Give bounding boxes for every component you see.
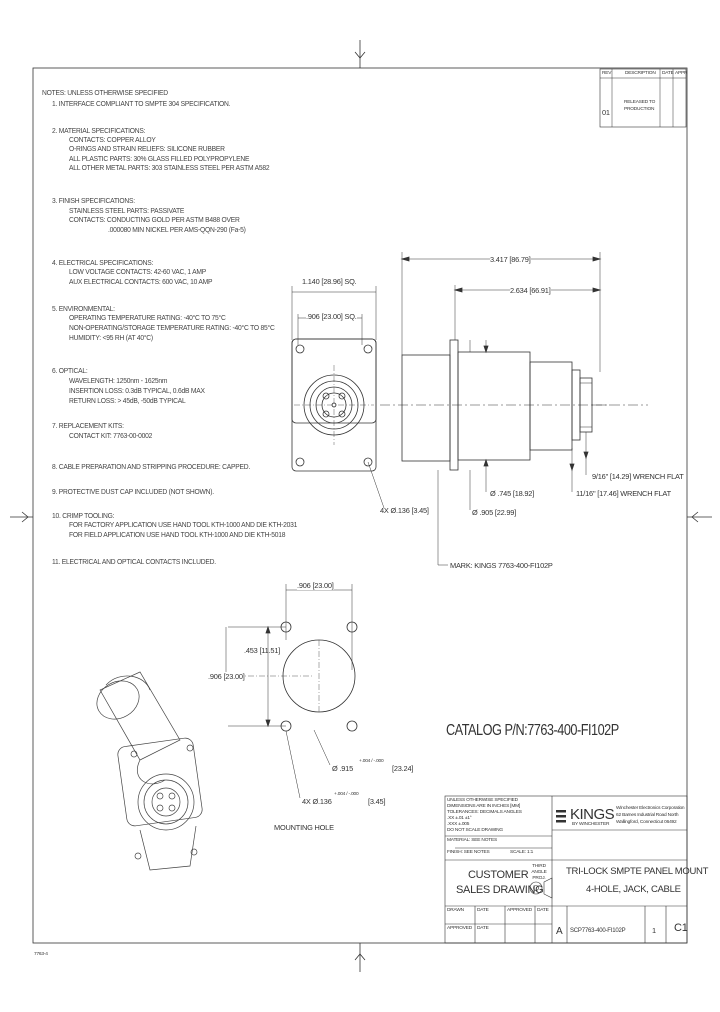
side-view xyxy=(380,252,648,566)
mounting-hole-label: MOUNTING HOLE xyxy=(274,823,334,832)
tol-line-8: FINISH: SEE NOTES xyxy=(447,850,490,855)
scale-label: SCALE: 1:1 xyxy=(510,850,534,855)
customer-label: CUSTOMER xyxy=(468,869,529,881)
note-4: 4. ELECTRICAL SPECIFICATIONS: xyxy=(52,258,154,267)
drawing-title-2: 4-HOLE, JACK, CABLE xyxy=(586,884,681,895)
rev-row-desc-1: RELEASED TO xyxy=(624,100,656,105)
company-line-1: Winchester Electronics Corporation xyxy=(616,806,685,811)
part-number: SCP7763-400-FI102P xyxy=(570,928,626,934)
brand-sub: BY WINCHESTER xyxy=(572,822,610,827)
note-2: 2. MATERIAL SPECIFICATIONS: xyxy=(52,126,146,135)
note-2b: O-RINGS AND STRAIN RELIEFS: SILICONE RUB… xyxy=(69,144,225,153)
note-5: 5. ENVIRONMENTAL: xyxy=(52,304,115,313)
note-3b: CONTACTS: CONDUCTING GOLD PER ASTM B488 … xyxy=(69,215,240,224)
dim-hole-square: .906 [23.00] SQ. xyxy=(306,312,357,321)
tol-line-1: UNLESS OTHERWISE SPECIFIED xyxy=(447,798,518,803)
note-5b: NON-OPERATING/STORAGE TEMPERATURE RATING… xyxy=(69,323,275,332)
sheet-number: 1 xyxy=(652,926,656,935)
rev-header-rev: REV xyxy=(602,71,612,76)
approved-label-2: APPROVED xyxy=(447,926,473,931)
drawn-label: DRAWN xyxy=(447,908,464,913)
mount-center-mm: [23.24] xyxy=(392,764,414,773)
note-11: 11. ELECTRICAL AND OPTICAL CONTACTS INCL… xyxy=(52,557,216,566)
isometric-view xyxy=(96,671,203,871)
note-2c: ALL PLASTIC PARTS: 30% GLASS FILLED POLY… xyxy=(69,154,250,163)
third-angle-symbol xyxy=(529,877,553,899)
tol-line-7: MATERIAL: SEE NOTES xyxy=(447,838,497,843)
note-9: 9. PROTECTIVE DUST CAP INCLUDED (NOT SHO… xyxy=(52,487,214,496)
catalog-number: CATALOG P/N:7763-400-FI102P xyxy=(446,722,619,739)
dim-overall-length: 3.417 [86.79] xyxy=(490,255,531,264)
rev-header-appr: APPR xyxy=(675,71,688,76)
note-7: 7. REPLACEMENT KITS: xyxy=(52,421,124,430)
note-8: 8. CABLE PREPARATION AND STRIPPING PROCE… xyxy=(52,462,250,471)
mount-hole-dia: 4X Ø.136 xyxy=(302,797,332,806)
mark-label: MARK: KINGS 7763-400-FI102P xyxy=(450,561,553,570)
note-1: 1. INTERFACE COMPLIANT TO SMPTE 304 SPEC… xyxy=(52,99,231,108)
rev-row-number: 01 xyxy=(602,108,610,117)
kings-logo xyxy=(556,810,566,823)
dim-flange-square: 1.140 [28.96] SQ. xyxy=(302,277,357,286)
title-block-frame xyxy=(444,795,688,944)
tol-line-2: DIMENSIONS ARE IN INCHES [MM] xyxy=(447,804,521,809)
note-6b: INSERTION LOSS: 0.3dB TYPICAL, 0.6dB MAX xyxy=(69,386,205,395)
tol-line-6: DO NOT SCALE DRAWING xyxy=(447,828,503,833)
dim-wrench-b: 11/16" [17.46] WRENCH FLAT xyxy=(576,489,671,498)
sales-drawing-label: SALES DRAWING xyxy=(456,884,544,896)
date-label-3: DATE xyxy=(477,926,489,931)
drawing-title-1: TRI-LOCK SMPTE PANEL MOUNT xyxy=(566,866,709,877)
note-6: 6. OPTICAL: xyxy=(52,366,88,375)
mount-dim-top: .906 [23.00] xyxy=(297,581,334,590)
note-6a: WAVELENGTH: 1250nm - 1625nm xyxy=(69,376,168,385)
rev-row-desc-2: PRODUCTION xyxy=(624,107,655,112)
note-3a: STAINLESS STEEL PARTS: PASSIVATE xyxy=(69,206,185,215)
dim-wrench-a: 9/16" [14.29] WRENCH FLAT xyxy=(592,472,684,481)
company-line-3: Wallingford, Connecticut 06492 xyxy=(616,820,677,825)
note-6c: RETURN LOSS: > 45dB, -50dB TYPICAL xyxy=(69,396,186,405)
note-7a: CONTACT KIT: 7763-00-0002 xyxy=(69,431,153,440)
third-angle-label: THIRD ANGLE PROJ. xyxy=(531,864,547,881)
date-label-2: DATE xyxy=(537,908,549,913)
note-10: 10. CRIMP TOOLING: xyxy=(52,511,115,520)
note-header: NOTES: UNLESS OTHERWISE SPECIFIED xyxy=(42,88,168,97)
note-2d: ALL OTHER METAL PARTS: 303 STAINLESS STE… xyxy=(69,163,270,172)
note-3c: .000080 MIN NICKEL PER AMS-QQN-290 (Fa-5… xyxy=(108,225,246,234)
note-4a: LOW VOLTAGE CONTACTS: 42-60 VAC, 1 AMP xyxy=(69,267,207,276)
dim-body-dia: Ø .745 [18.92] xyxy=(490,489,535,498)
tol-line-4: .XX ±.01 ±1° xyxy=(447,816,472,821)
rev-header-desc: DESCRIPTION xyxy=(625,71,656,76)
mount-center-tol: +.004 / -.000 xyxy=(359,759,384,764)
rev-header-date: DATE xyxy=(662,71,674,76)
mount-dim-half: .453 [11.51] xyxy=(244,646,281,655)
mount-dim-left: .906 [23.00] xyxy=(208,672,245,681)
company-line-2: 62 Barnes Industrial Road North xyxy=(616,813,679,818)
mount-hole-mm: [3.45] xyxy=(368,797,386,806)
dim-length-flange: 2.634 [66.91] xyxy=(510,286,551,295)
note-5c: HUMIDITY: <95 RH (AT 40°C) xyxy=(69,333,153,342)
size-letter: A xyxy=(556,926,563,937)
mounting-hole-view xyxy=(225,584,358,799)
rev-code: C1 xyxy=(674,922,688,934)
mount-hole-tol: +.004 / -.000 xyxy=(334,792,359,797)
note-3: 3. FINISH SPECIFICATIONS: xyxy=(52,196,135,205)
note-4b: AUX ELECTRICAL CONTACTS: 600 VAC, 10 AMP xyxy=(69,277,213,286)
mount-center-dia: Ø .915 xyxy=(332,764,353,773)
tol-line-5: .XXX ±.005 xyxy=(447,822,470,827)
brand-name: KINGS xyxy=(570,806,615,823)
footer-ref: 7763-4 xyxy=(34,952,48,957)
note-5a: OPERATING TEMPERATURE RATING: -40°C TO 7… xyxy=(69,313,226,322)
tol-line-3: TOLERANCES: DECIMALS ANGLES xyxy=(447,810,522,815)
date-label-1: DATE xyxy=(477,908,489,913)
approved-label: APPROVED xyxy=(507,908,533,913)
dim-flange-dia: Ø .905 [22.99] xyxy=(472,508,517,517)
note-10b: FOR FIELD APPLICATION USE HAND TOOL KTH-… xyxy=(69,530,286,539)
note-10a: FOR FACTORY APPLICATION USE HAND TOOL KT… xyxy=(69,520,298,529)
dim-hole-dia: 4X Ø.136 [3.45] xyxy=(380,506,429,515)
note-2a: CONTACTS: COPPER ALLOY xyxy=(69,135,156,144)
